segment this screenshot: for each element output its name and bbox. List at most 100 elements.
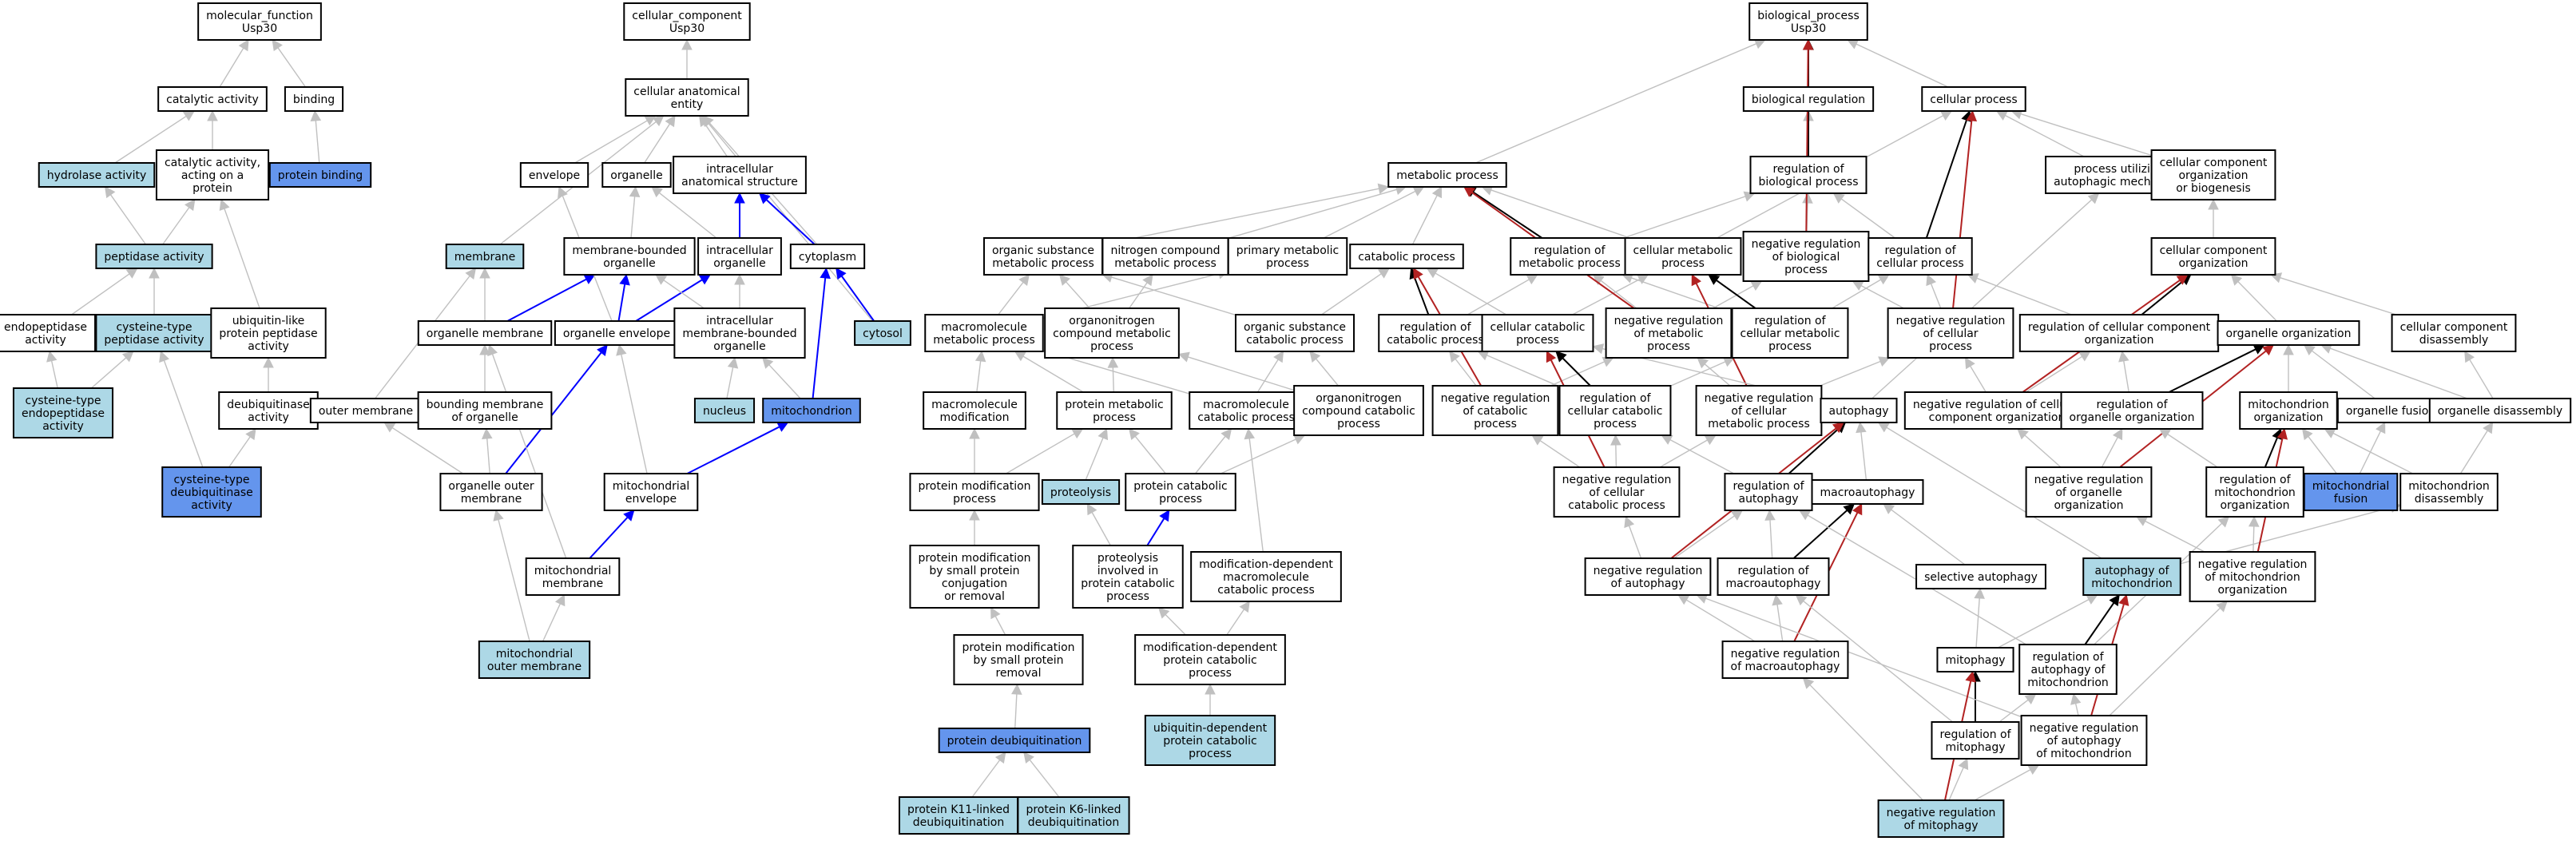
term-node-moddepmacro[interactable]: modification-dependentmacromoleculecatab… (1190, 551, 1342, 602)
term-node-hydrolase[interactable]: hydrolase activity (38, 162, 156, 188)
term-node-mitophagy[interactable]: mitophagy (1936, 647, 2014, 672)
term-node-peptidase[interactable]: peptidase activity (95, 244, 213, 269)
term-node-membrane[interactable]: membrane (445, 244, 525, 269)
term-node-selauto[interactable]: selective autophagy (1915, 564, 2046, 589)
term-node-autophagy[interactable]: autophagy (1820, 398, 1898, 423)
term-node-protdeub[interactable]: protein deubiquitination (938, 728, 1091, 753)
term-node-negregcco[interactable]: negative regulation of cellularcomponent… (1903, 391, 2090, 430)
term-node-orgmem[interactable]: organelle membrane (417, 320, 553, 346)
term-node-mito[interactable]: mitochondrion (762, 398, 861, 423)
term-node-orgfusion[interactable]: organelle fusion (2336, 398, 2445, 423)
term-node-orgenv[interactable]: organelle envelope (554, 320, 680, 346)
term-node-catab[interactable]: catabolic process (1349, 244, 1464, 269)
term-node-envelope[interactable]: envelope (519, 162, 589, 188)
term-node-regcco[interactable]: regulation of cellular componentorganiza… (2018, 314, 2220, 352)
term-node-catalytic[interactable]: catalytic activity (157, 86, 268, 112)
term-node-protbind[interactable]: protein binding (268, 162, 372, 188)
term-node-bioreg[interactable]: biological regulation (1742, 86, 1875, 112)
term-node-orgorg[interactable]: organelle organization (2217, 320, 2360, 346)
term-node-binding[interactable]: binding (284, 86, 344, 112)
term-node-cellproc[interactable]: cellular process (1921, 86, 2026, 112)
term-node-cytoplasm[interactable]: cytoplasm (789, 244, 866, 269)
term-node-orgdis[interactable]: organelle disassembly (2428, 398, 2572, 423)
term-node-cytosol[interactable]: cytosol (854, 320, 911, 346)
term-node-metab[interactable]: metabolic process (1387, 162, 1507, 188)
term-node-macroauto[interactable]: macroautophagy (1811, 479, 1924, 505)
term-node-proteolysis[interactable]: proteolysis (1041, 479, 1121, 505)
term-node-nucleus[interactable]: nucleus (693, 398, 756, 423)
term-node-organelle[interactable]: organelle (601, 162, 672, 188)
